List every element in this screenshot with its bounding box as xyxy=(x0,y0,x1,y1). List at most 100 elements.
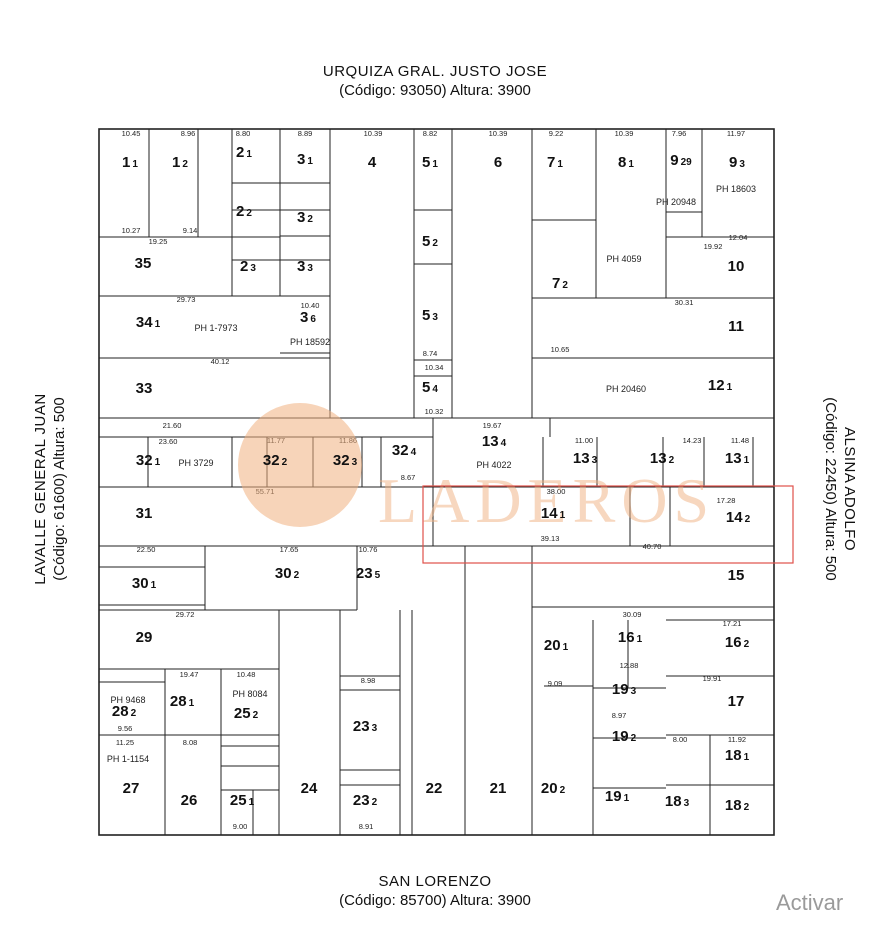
dimension-label: 11.92 xyxy=(728,735,746,744)
dimension-label: 10.34 xyxy=(425,363,444,372)
dimension-label: 19.47 xyxy=(180,670,199,679)
parcel-label: 21 xyxy=(490,780,507,797)
dimension-label: 11.48 xyxy=(731,436,749,445)
dimension-label: 10.27 xyxy=(122,226,141,235)
dimension-label: 19.67 xyxy=(483,421,502,430)
dimension-label: 8.82 xyxy=(423,129,438,138)
dimension-label: 19.92 xyxy=(704,242,723,251)
ph-label: PH 4022 xyxy=(476,460,511,470)
street-name: SAN LORENZO xyxy=(378,873,492,890)
ph-label: PH 1-7973 xyxy=(194,323,237,333)
ph-label: PH 1-1154 xyxy=(107,754,149,764)
dimension-label: 10.32 xyxy=(425,407,444,416)
parcel-label: 17 xyxy=(728,693,745,710)
parcel-label: 24 xyxy=(301,780,318,797)
dimension-label: 8.89 xyxy=(298,129,313,138)
ph-label: PH 18603 xyxy=(716,184,756,194)
parcel-label: 15 xyxy=(728,567,745,584)
dimension-label: 8.67 xyxy=(401,473,416,482)
dimension-label: 38.00 xyxy=(547,487,566,496)
ph-label: PH 20948 xyxy=(656,197,696,207)
parcel-label: 26 xyxy=(181,792,198,809)
dimension-label: 11.97 xyxy=(727,129,745,138)
parcel-label: 27 xyxy=(123,780,140,797)
dimension-label: 12.88 xyxy=(620,661,639,670)
parcel-label: 11 xyxy=(728,318,744,335)
street-code: (Código: 85700) Altura: 3900 xyxy=(339,892,531,909)
watermark-text: LADEROS xyxy=(378,465,715,536)
ph-label: PH 3729 xyxy=(178,458,213,468)
dimension-label: 8.80 xyxy=(236,129,251,138)
dimension-label: 39.13 xyxy=(541,534,560,543)
dimension-label: 10.65 xyxy=(551,345,570,354)
dimension-label: 7.96 xyxy=(672,129,687,138)
dimension-label: 11.25 xyxy=(116,738,134,747)
dimension-label: 23.60 xyxy=(159,437,178,446)
dimension-label: 10.45 xyxy=(122,129,141,138)
activation-notice: Activar xyxy=(776,890,844,915)
dimension-label: 19.91 xyxy=(703,674,722,683)
ph-label: PH 18592 xyxy=(290,337,330,347)
dimension-label: 10.39 xyxy=(615,129,634,138)
dimension-label: 21.60 xyxy=(163,421,182,430)
dimension-label: 8.00 xyxy=(673,735,688,744)
parcel-label: 35 xyxy=(135,255,152,272)
highlighted-parcel[interactable] xyxy=(422,485,794,564)
dimension-label: 8.96 xyxy=(181,129,196,138)
parcel-label: 4 xyxy=(368,154,377,171)
parcel-label: 6 xyxy=(494,154,502,171)
dimension-label: 9.00 xyxy=(233,822,248,831)
dimension-label: 10.76 xyxy=(359,545,378,554)
dimension-label: 12.04 xyxy=(729,233,748,242)
dimension-label: 8.98 xyxy=(361,676,376,685)
dimension-label: 8.74 xyxy=(423,349,438,358)
parcel-label: 10 xyxy=(728,258,745,275)
dimension-label: 8.97 xyxy=(612,711,627,720)
dimension-label: 29.72 xyxy=(176,610,195,619)
dimension-label: 8.91 xyxy=(359,822,374,831)
parcel-boundaries xyxy=(98,128,775,836)
dimension-label: 29.73 xyxy=(177,295,196,304)
street-code: (Código: 93050) Altura: 3900 xyxy=(339,82,531,99)
parcel-label: 33 xyxy=(136,380,153,397)
dimension-label: 10.39 xyxy=(364,129,383,138)
dimension-label: 17.28 xyxy=(717,496,736,505)
street-name: URQUIZA GRAL. JUSTO JOSE xyxy=(322,63,548,80)
